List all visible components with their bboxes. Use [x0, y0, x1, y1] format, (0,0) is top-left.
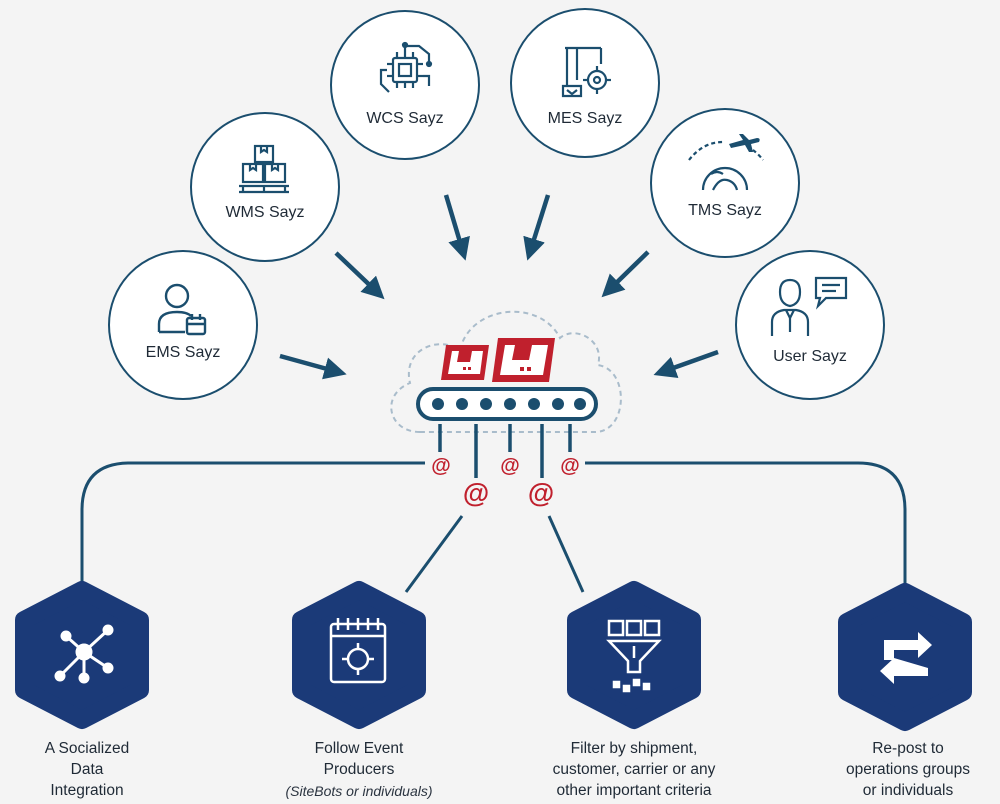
caption-line: Data [70, 761, 104, 778]
stacked-boxes-pallet-icon [239, 144, 289, 194]
source-label-user: User Sayz [773, 348, 847, 365]
conveyor-icon [416, 387, 598, 421]
user-calendar-icon [157, 283, 207, 336]
caption-line: Follow Event [314, 740, 404, 757]
arrow-tms [601, 250, 650, 298]
arrow-wcs [443, 194, 470, 261]
globe-airplane-icon [688, 134, 764, 191]
caption-line: other important criteria [556, 782, 712, 799]
outcome-caption-repost: Re-post to operations groups or individu… [820, 738, 996, 801]
mention-symbol: @ [431, 455, 451, 477]
source-bubble-mes: MES Sayz [510, 8, 660, 158]
hexagon-repost [838, 583, 972, 731]
funnel-filter-icon [606, 619, 662, 693]
mention-symbol: @ [560, 455, 580, 477]
mention-symbol: @ [528, 478, 554, 508]
repost-arrows-icon [880, 632, 932, 684]
mention-symbol: @ [463, 478, 489, 508]
mention-symbols: @ @ @ @ @ [431, 455, 580, 508]
caption-line: Filter by shipment, [570, 740, 698, 757]
caption-line: customer, carrier or any [552, 761, 716, 778]
mention-symbol: @ [500, 455, 520, 477]
outcome-caption-filter: Filter by shipment, customer, carrier or… [524, 738, 744, 801]
source-label-tms: TMS Sayz [688, 202, 762, 219]
arrow-wms [334, 251, 385, 300]
parcel-icon [441, 338, 555, 382]
caption-line: A Socialized [44, 740, 130, 757]
source-label-wcs: WCS Sayz [366, 110, 444, 127]
hexagon-filter [567, 581, 701, 729]
hexagon-socialized [15, 581, 149, 729]
source-bubble-wms: WMS Sayz [190, 112, 340, 262]
hexagon-follow [292, 581, 426, 729]
robot-arm-gear-icon [561, 46, 611, 98]
source-bubble-wcs: WCS Sayz [330, 10, 480, 160]
feed-lines [438, 424, 572, 478]
source-label-ems: EMS Sayz [145, 344, 221, 361]
person-chat-icon [770, 276, 848, 336]
outcome-sub-follow: (SiteBots or individuals) [285, 783, 433, 799]
cloud-outline [390, 310, 622, 433]
source-bubble-tms: TMS Sayz [650, 108, 800, 258]
outcome-caption-follow: Follow Event Producers [269, 738, 449, 780]
outcome-caption-socialized: A Socialized Data Integration [2, 738, 172, 801]
inbound-arrows [279, 194, 719, 380]
calendar-event-icon [329, 618, 387, 684]
source-bubble-user: User Sayz [735, 250, 885, 400]
caption-line: Re-post to [872, 740, 944, 757]
source-label-wms: WMS Sayz [225, 204, 305, 221]
arrow-user [653, 349, 719, 379]
caption-line: or individuals [862, 782, 954, 799]
caption-line: operations groups [845, 761, 971, 778]
source-bubble-ems: EMS Sayz [108, 250, 258, 400]
outbound-connectors [80, 461, 907, 593]
source-label-mes: MES Sayz [547, 110, 623, 127]
network-hub-icon [54, 624, 114, 684]
arrow-mes [523, 194, 551, 261]
processor-chip-icon [379, 41, 433, 93]
caption-line: Integration [50, 782, 124, 799]
caption-line: Producers [323, 761, 395, 778]
arrow-ems [279, 353, 347, 380]
